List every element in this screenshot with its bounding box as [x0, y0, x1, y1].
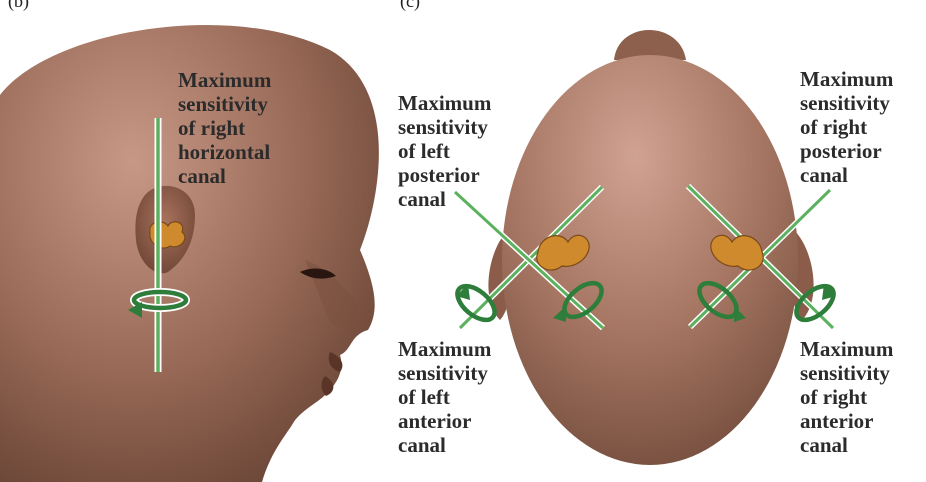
label-line: Maximum [800, 67, 893, 91]
label-line: canal [398, 433, 491, 457]
label-line: Maximum [800, 337, 893, 361]
label-line: canal [178, 164, 271, 188]
label-left-anterior-canal: Maximum sensitivity of left anterior can… [398, 337, 491, 457]
label-line: anterior [398, 409, 491, 433]
label-line: sensitivity [398, 115, 491, 139]
label-line: of right [800, 385, 893, 409]
label-line: sensitivity [800, 91, 893, 115]
label-line: posterior [398, 163, 491, 187]
label-right-posterior-canal: Maximum sensitivity of right posterior c… [800, 67, 893, 187]
label-line: of right [178, 116, 271, 140]
top-view-head [451, 30, 839, 465]
label-line: of right [800, 115, 893, 139]
panel-letter-b: (b) [8, 0, 29, 10]
label-line: sensitivity [800, 361, 893, 385]
label-line: canal [800, 433, 893, 457]
panel-letter-c: (c) [400, 0, 420, 10]
label-line: anterior [800, 409, 893, 433]
label-line: Maximum [178, 68, 271, 92]
label-right-anterior-canal: Maximum sensitivity of right anterior ca… [800, 337, 893, 457]
label-line: of left [398, 139, 491, 163]
label-left-posterior-canal: Maximum sensitivity of left posterior ca… [398, 91, 491, 211]
label-line: sensitivity [398, 361, 491, 385]
label-line: Maximum [398, 337, 491, 361]
label-line: Maximum [398, 91, 491, 115]
label-right-horizontal-canal: Maximum sensitivity of right horizontal … [178, 68, 271, 188]
label-line: posterior [800, 139, 893, 163]
label-line: sensitivity [178, 92, 271, 116]
label-line: canal [398, 187, 491, 211]
label-line: canal [800, 163, 893, 187]
label-line: of left [398, 385, 491, 409]
label-line: horizontal [178, 140, 271, 164]
